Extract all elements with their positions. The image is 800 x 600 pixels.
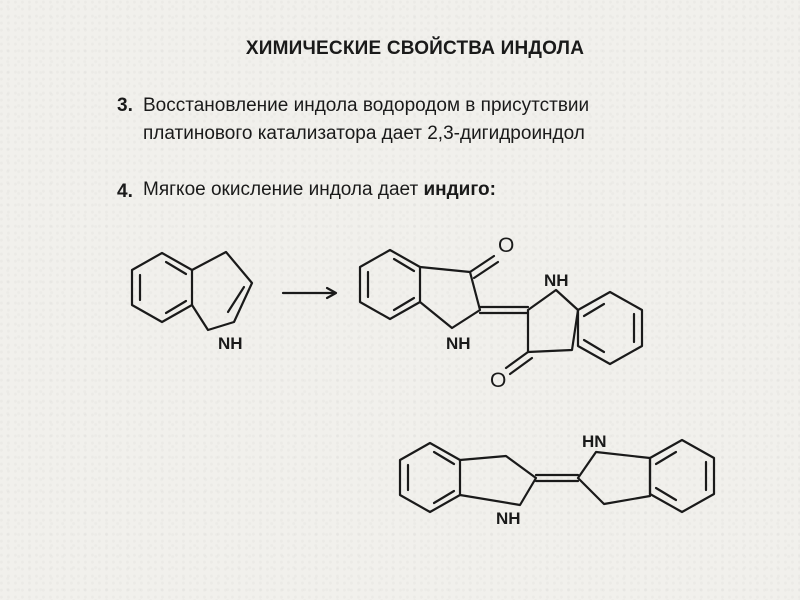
indigo-o-top-label: O [498, 234, 514, 257]
item-text: Мягкое окисление индола дает индиго: [143, 176, 757, 204]
carbonyl-bond [472, 260, 500, 280]
indigo-left-five-ring [418, 265, 482, 330]
double-bond [654, 450, 678, 466]
reaction-arrow [281, 286, 338, 300]
item-text-line1: Восстановление индола водородом в присут… [143, 95, 590, 116]
indole-double-bond [164, 260, 188, 276]
indole-structure: NH [130, 250, 254, 353]
slide-title: ХИМИЧЕСКИЕ СВОЙСТВА ИНДОЛА [245, 38, 585, 59]
item-text-line2: платинового катализатора дает 2,3-дигидр… [143, 123, 585, 144]
double-bond [432, 489, 456, 505]
left-five-ring [458, 454, 538, 507]
leuco-nh-label: NH [496, 509, 521, 528]
bis-indoline-structure: NH HN [398, 432, 716, 528]
right-benzene-ring [648, 438, 716, 514]
carbonyl-bond [508, 356, 534, 376]
list-item-3: 3. Восстановление индола водородом в при… [117, 92, 757, 148]
indole-nh-label: NH [218, 334, 243, 353]
indigo-structure: O NH O NH [358, 234, 644, 392]
double-bond [432, 450, 456, 466]
double-bond [654, 486, 678, 502]
indigo-double-bond [392, 296, 416, 312]
indigo-double-bond [392, 257, 416, 273]
item-text-plain: Мягкое окисление индола дает [143, 179, 424, 200]
carbonyl-bond [504, 350, 530, 370]
indole-pyrrole-ring [190, 250, 254, 332]
leuco-hn-label: HN [582, 432, 607, 451]
indigo-double-bond [582, 302, 606, 318]
indigo-nh-left-label: NH [446, 334, 471, 353]
list-item-4: 4. Мягкое окисление индола дает индиго: [117, 176, 757, 204]
right-five-ring [576, 450, 652, 506]
item-number: 4. [117, 181, 133, 202]
indigo-o-bottom-label: O [490, 369, 506, 392]
indigo-right-benzene-ring [576, 290, 644, 366]
indole-double-bond [164, 299, 188, 315]
item-text-bold: индиго: [423, 179, 496, 200]
indigo-right-five-ring [526, 288, 580, 354]
item-number: 3. [117, 95, 133, 116]
indigo-nh-right-label: NH [544, 271, 569, 290]
carbonyl-bond [468, 254, 496, 274]
indigo-double-bond [582, 338, 606, 354]
indole-double-bond [226, 285, 246, 314]
